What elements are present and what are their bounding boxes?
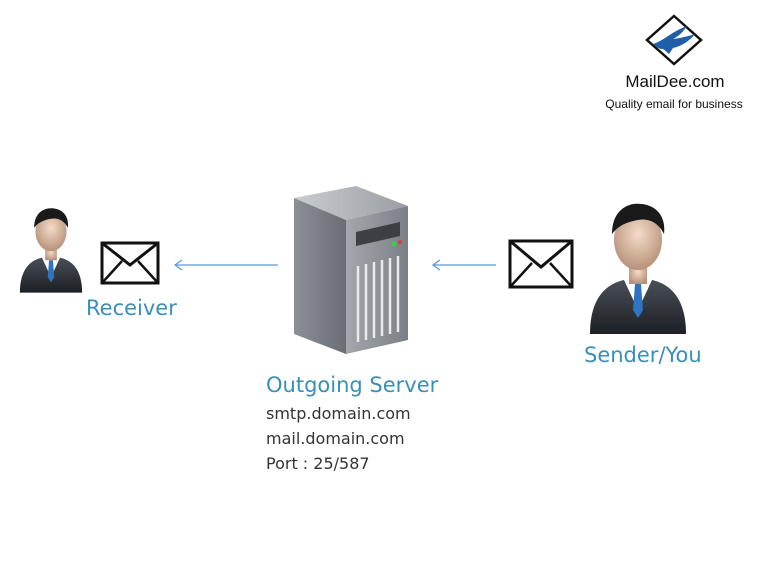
sender-businessman-icon — [590, 203, 686, 334]
server-port: Port : 25/587 — [266, 454, 370, 473]
server-tower-icon — [294, 186, 408, 354]
envelope-icon — [100, 241, 160, 285]
sender-label: Sender/You — [584, 343, 702, 367]
brand-name: MailDee.com — [625, 72, 725, 91]
arrow-to-receiver-icon — [173, 259, 278, 271]
receiver-label: Receiver — [86, 296, 177, 320]
brand-tagline: Quality email for business — [605, 97, 743, 111]
receiver-businessman-icon — [19, 208, 83, 293]
server-details: smtp.domain.com mail.domain.com Port : 2… — [266, 401, 411, 476]
server-title: Outgoing Server — [266, 373, 439, 397]
envelope-icon — [508, 239, 574, 289]
server-smtp-host: smtp.domain.com — [266, 404, 411, 423]
server-mail-host: mail.domain.com — [266, 429, 405, 448]
arrow-to-server-icon — [431, 259, 496, 271]
maildee-logo-icon — [645, 14, 703, 66]
